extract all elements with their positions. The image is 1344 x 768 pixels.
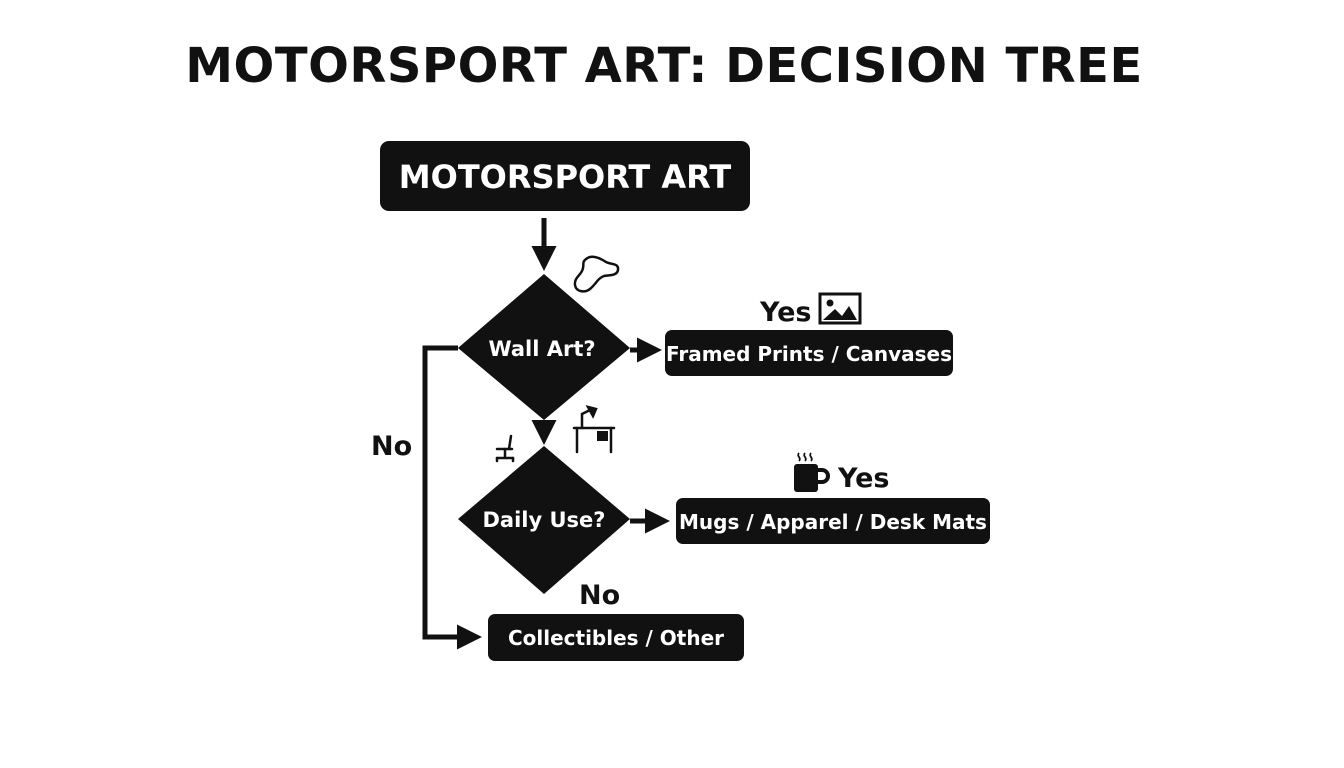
wall-art-no-label: No [371,431,412,462]
wall-art-decision-label: Wall Art? [488,337,595,361]
connectors [422,218,670,650]
root-node: MOTORSPORT ART [380,141,750,211]
collectibles-node: Collectibles / Other [488,614,744,661]
framed-prints-node: Framed Prints / Canvases [665,330,953,376]
diagram-title: MOTORSPORT ART: DECISION TREE [185,38,1143,94]
office-chair-icon [495,434,515,463]
framed-prints-label: Framed Prints / Canvases [666,342,952,366]
root-node-label: MOTORSPORT ART [399,158,732,196]
desk-lamp-icon [572,405,616,454]
daily-use-no-label: No [579,580,620,611]
wall-art-yes-label: Yes [759,297,811,328]
wall-art-decision: Wall Art? [458,274,630,420]
edge-wall-art-no [422,345,482,650]
race-track-icon [573,255,620,293]
daily-use-yes-label: Yes [837,463,889,494]
coffee-mug-icon [794,452,830,492]
daily-use-decision-label: Daily Use? [483,508,606,532]
picture-frame-icon [818,292,862,325]
daily-use-decision: Daily Use? [458,446,630,594]
mugs-apparel-label: Mugs / Apparel / Desk Mats [679,510,987,534]
mugs-apparel-node: Mugs / Apparel / Desk Mats [676,498,990,544]
collectibles-label: Collectibles / Other [508,626,724,650]
